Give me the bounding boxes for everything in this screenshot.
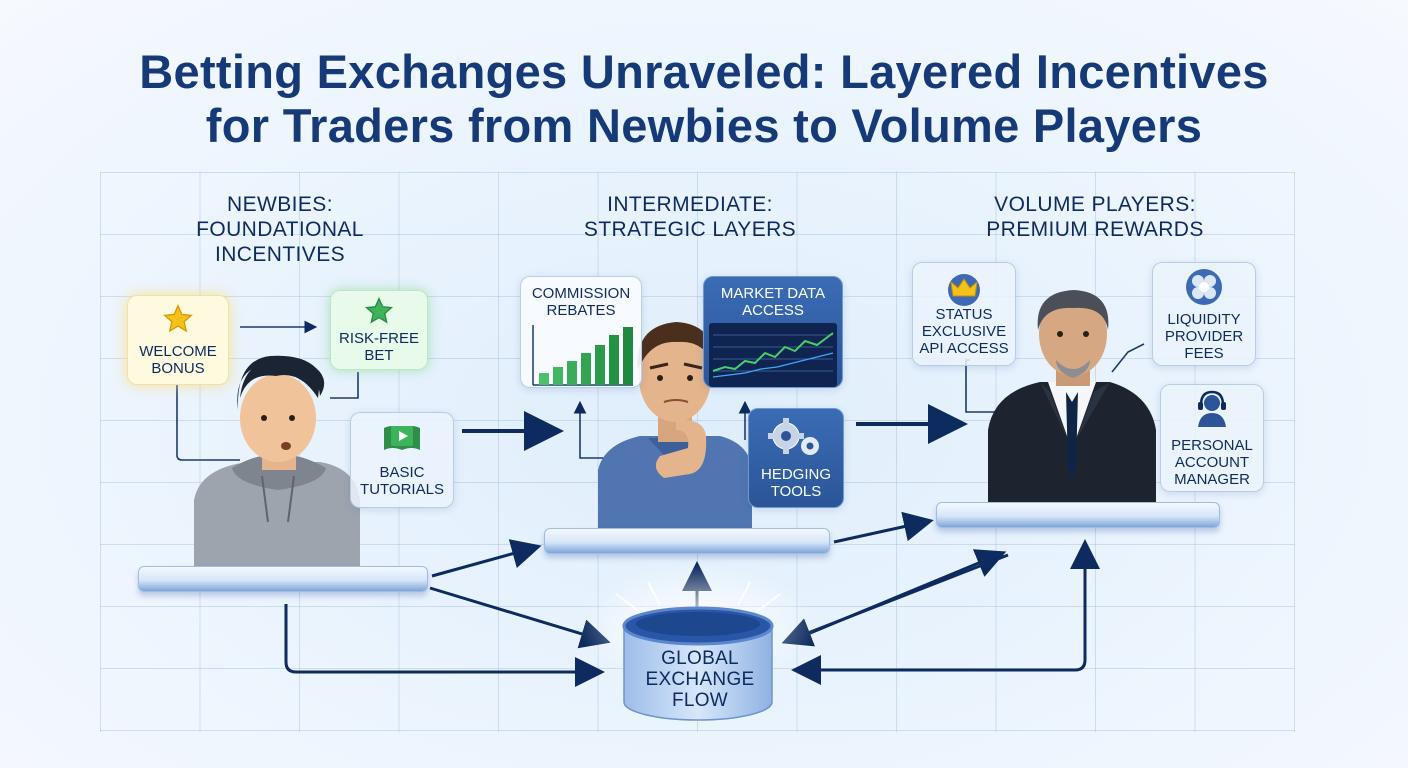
intermediate-platform (544, 528, 830, 554)
risk-free-bet-card: RISK-FREE BET (330, 290, 428, 370)
global-exchange-flow-label: GLOBAL EXCHANGE FLOW (620, 648, 780, 711)
newbies-platform (138, 566, 428, 592)
hub-label-1: GLOBAL (661, 648, 739, 669)
fees-label: FEES (1184, 344, 1224, 362)
market-data-access-label-2: ACCESS (742, 302, 804, 319)
volume-player-illustration (988, 290, 1156, 502)
exclusive-label: EXCLUSIVE (921, 322, 1007, 340)
volume-header: VOLUME PLAYERS: PREMIUM REWARDS (960, 192, 1230, 242)
intermediate-connectors (573, 400, 752, 459)
stock-chart-icon (709, 323, 837, 387)
star-icon (364, 296, 394, 324)
intermediate-header-line-1: INTERMEDIATE: (607, 193, 773, 216)
manager-label: MANAGER (1174, 470, 1250, 488)
newbie-connectors (176, 320, 359, 461)
hub-label-2: EXCHANGE (645, 669, 755, 690)
stage-arrows (462, 404, 968, 451)
basic-tutorials-card: BASIC TUTORIALS (350, 412, 454, 508)
risk-free-bet-label-1: RISK-FREE (338, 330, 419, 347)
newbies-header-line-2: FOUNDATIONAL (196, 218, 364, 241)
global-exchange-cylinder (578, 565, 818, 721)
commission-rebates-label-2: REBATES (546, 302, 616, 319)
basic-tutorials-label-2: TUTORIALS (360, 481, 444, 498)
bar-chart-icon (532, 325, 633, 386)
hedging-tools-card: HEDGING TOOLS (748, 408, 844, 508)
status-label: STATUS (935, 305, 993, 323)
welcome-bonus-label-2: BONUS (151, 360, 205, 377)
status-api-access-card: STATUS EXCLUSIVE API ACCESS (912, 262, 1016, 366)
intermediate-header-line-2: STRATEGIC LAYERS (583, 218, 797, 241)
account-label: ACCOUNT (1174, 453, 1250, 471)
volume-header-line-1: VOLUME PLAYERS: (994, 193, 1196, 216)
provider-label: PROVIDER (1164, 327, 1244, 345)
commission-rebates-card: COMMISSION REBATES (520, 276, 642, 388)
liquidity-label: LIQUIDITY (1167, 310, 1241, 328)
newbie-trader-illustration (194, 355, 360, 566)
commission-rebates-label-1: COMMISSION (531, 285, 631, 302)
intermediate-header: INTERMEDIATE: STRATEGIC LAYERS (560, 192, 820, 242)
hub-label-3: FLOW (671, 690, 729, 711)
gears-icon (768, 418, 819, 455)
newbies-header: NEWBIES: FOUNDATIONAL INCENTIVES (170, 192, 390, 267)
api-access-label: API ACCESS (919, 339, 1009, 357)
risk-free-bet-label-2: BET (364, 347, 394, 364)
market-data-access-card: MARKET DATA ACCESS (703, 276, 843, 388)
crown-icon (948, 273, 980, 306)
page-title-line-1: Betting Exchanges Unraveled: Layered Inc… (139, 45, 1269, 98)
page-title-line-2: for Traders from Newbies to Volume Playe… (205, 99, 1203, 152)
star-icon (163, 304, 193, 333)
welcome-bonus-card: WELCOME BONUS (127, 295, 229, 385)
book-play-icon (384, 426, 420, 450)
personal-account-manager-card: PERSONAL ACCOUNT MANAGER (1160, 384, 1264, 492)
hedging-tools-label-2: TOOLS (770, 483, 822, 500)
basic-tutorials-label-1: BASIC (379, 464, 425, 481)
newbies-header-line-3: INCENTIVES (214, 243, 346, 266)
volume-header-line-2: PREMIUM REWARDS (986, 218, 1204, 241)
welcome-bonus-label-1: WELCOME (139, 343, 217, 360)
headset-icon (1198, 390, 1226, 427)
newbies-header-line-1: NEWBIES: (227, 193, 333, 216)
coins-icon (1186, 268, 1222, 305)
volume-platform (936, 502, 1220, 528)
personal-label: PERSONAL (1171, 436, 1253, 454)
liquidity-provider-fees-card: LIQUIDITY PROVIDER FEES (1152, 262, 1256, 366)
market-data-access-label-1: MARKET DATA (720, 285, 826, 302)
intermediate-trader-illustration (598, 322, 752, 528)
hedging-tools-label-1: HEDGING (760, 466, 831, 483)
